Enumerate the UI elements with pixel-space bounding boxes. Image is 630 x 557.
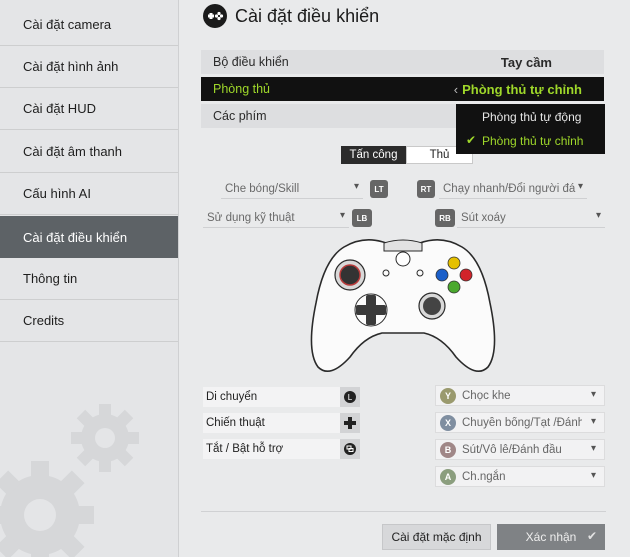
confirm-button[interactable]: Xác nhận ✔ [497, 524, 605, 550]
move-control-row: Di chuyển L [203, 387, 360, 407]
dropdown-option-label: Phòng thủ tự chỉnh [482, 134, 584, 148]
rb-bumper-icon: RB [435, 209, 455, 227]
binding-value: Sút/Vô lê/Đánh đầu [462, 443, 562, 456]
dropdown-option-auto[interactable]: Phòng thủ tự động [456, 105, 605, 129]
lt-binding-select[interactable]: Che bóng/Skill ▾ [221, 179, 363, 199]
x-binding-select[interactable]: X Chuyền bổng/Tạt /Đánh đầu ▾ [435, 412, 605, 433]
chevron-down-icon: ▾ [595, 210, 601, 221]
svg-text:L: L [348, 393, 353, 402]
main-panel: Cài đặt điều khiển Bộ điều khiển Tay cầm… [179, 0, 630, 557]
sidebar-item-label: Thông tin [23, 271, 78, 286]
defense-setting-row[interactable]: Phòng thủ ‹ Phòng thủ tự chỉnh [201, 77, 604, 101]
tactics-control-row: Chiến thuật [203, 413, 360, 433]
sidebar-item-credits[interactable]: Credits [0, 300, 178, 342]
controller-label: Bộ điều khiển [213, 55, 289, 69]
control-label: Chiến thuật [206, 417, 265, 429]
chevron-down-icon: ▾ [590, 443, 596, 454]
controller-value: Tay cầm [500, 54, 552, 70]
tab-label: Thủ [429, 149, 450, 161]
button-label: Cài đặt mặc định [391, 530, 482, 544]
footer-divider [201, 511, 606, 512]
sidebar-item-label: Cài đặt hình ảnh [23, 59, 119, 74]
gamepad-icon [203, 4, 227, 28]
page-title: Cài đặt điều khiển [203, 4, 379, 28]
binding-value: Chuyền bổng/Tạt /Đánh đầu [462, 416, 582, 429]
rt-binding-select[interactable]: Chạy nhanh/Đổi người đá ▾ [439, 179, 587, 199]
b-button-icon: B [440, 442, 456, 458]
binding-value: Sút xoáy [461, 211, 506, 224]
binding-value: Ch.ngắn [462, 470, 506, 483]
gears-icon [0, 404, 139, 557]
control-label: Di chuyển [206, 391, 258, 403]
controller-image [310, 239, 496, 373]
sidebar-item-label: Cài đặt camera [23, 17, 112, 32]
sidebar-item-label: Credits [23, 313, 65, 328]
chevron-down-icon: ▾ [353, 181, 359, 192]
sidebar-item-label: Cấu hình AI [23, 186, 91, 201]
assist-toggle-row: Tắt / Bật hỗ trợ [203, 439, 360, 459]
y-binding-select[interactable]: Y Chọc khe ▾ [435, 385, 605, 406]
check-icon: ✔ [586, 529, 597, 543]
chevron-down-icon: ▾ [590, 470, 596, 481]
sidebar-item-hud[interactable]: Cài đặt HUD [0, 88, 178, 130]
dpad-icon [340, 413, 360, 433]
sidebar: Cài đặt camera Cài đặt hình ảnh Cài đặt … [0, 0, 179, 557]
dropdown-option-label: Phòng thủ tự động [482, 110, 582, 124]
sidebar-item-label: Cài đặt âm thanh [23, 144, 123, 159]
sidebar-item-camera[interactable]: Cài đặt camera [0, 4, 178, 46]
reset-defaults-button[interactable]: Cài đặt mặc định [382, 524, 491, 550]
page-title-text: Cài đặt điều khiển [235, 5, 380, 26]
defense-label: Phòng thủ [213, 82, 270, 96]
sidebar-item-ai[interactable]: Cấu hình AI [0, 173, 178, 215]
chevron-down-icon: ▾ [590, 416, 596, 427]
sidebar-item-label: Cài đặt HUD [23, 101, 96, 116]
tab-attack[interactable]: Tấn công [341, 146, 406, 164]
defense-dropdown: Phòng thủ tự động ✔ Phòng thủ tự chỉnh [456, 104, 605, 154]
left-stick-icon: L [340, 387, 360, 407]
tab-label: Tấn công [349, 149, 398, 161]
chevron-down-icon: ▾ [590, 389, 596, 400]
binding-value: Che bóng/Skill [225, 182, 300, 195]
binding-value: Sử dụng kỹ thuật [207, 211, 295, 224]
a-button-icon: A [440, 469, 456, 485]
control-label: Tắt / Bật hỗ trợ [206, 443, 284, 455]
chevron-down-icon: ▾ [339, 210, 345, 221]
b-binding-select[interactable]: B Sút/Vô lê/Đánh đầu ▾ [435, 439, 605, 460]
lt-trigger-icon: LT [370, 180, 388, 198]
lb-binding-select[interactable]: Sử dụng kỹ thuật ▾ [203, 208, 349, 228]
chevron-left-icon[interactable]: ‹ [453, 81, 459, 97]
y-button-icon: Y [440, 388, 456, 404]
sidebar-item-controls[interactable]: Cài đặt điều khiển [0, 216, 178, 258]
chevron-down-icon: ▾ [577, 181, 583, 192]
lb-bumper-icon: LB [352, 209, 372, 227]
defense-value: Phòng thủ tự chỉnh [462, 81, 582, 97]
sidebar-item-graphics[interactable]: Cài đặt hình ảnh [0, 46, 178, 88]
button-label: Xác nhận [525, 530, 577, 544]
sidebar-item-info[interactable]: Thông tin [0, 258, 178, 300]
binding-value: Chọc khe [462, 389, 511, 402]
dropdown-option-manual[interactable]: ✔ Phòng thủ tự chỉnh [456, 129, 605, 153]
view-button-icon [340, 439, 360, 459]
sidebar-item-label: Cài đặt điều khiển [23, 229, 128, 245]
buttons-label: Các phím [213, 109, 267, 123]
rt-trigger-icon: RT [417, 180, 435, 198]
check-icon: ✔ [466, 133, 477, 147]
a-binding-select[interactable]: A Ch.ngắn ▾ [435, 466, 605, 487]
sidebar-item-audio[interactable]: Cài đặt âm thanh [0, 131, 178, 173]
rb-binding-select[interactable]: Sút xoáy ▾ [457, 208, 605, 228]
x-button-icon: X [440, 415, 456, 431]
defense-value-wrap[interactable]: ‹ Phòng thủ tự chỉnh [454, 82, 582, 97]
controller-setting-row[interactable]: Bộ điều khiển Tay cầm [201, 50, 604, 74]
binding-value: Chạy nhanh/Đổi người đá [443, 182, 576, 195]
